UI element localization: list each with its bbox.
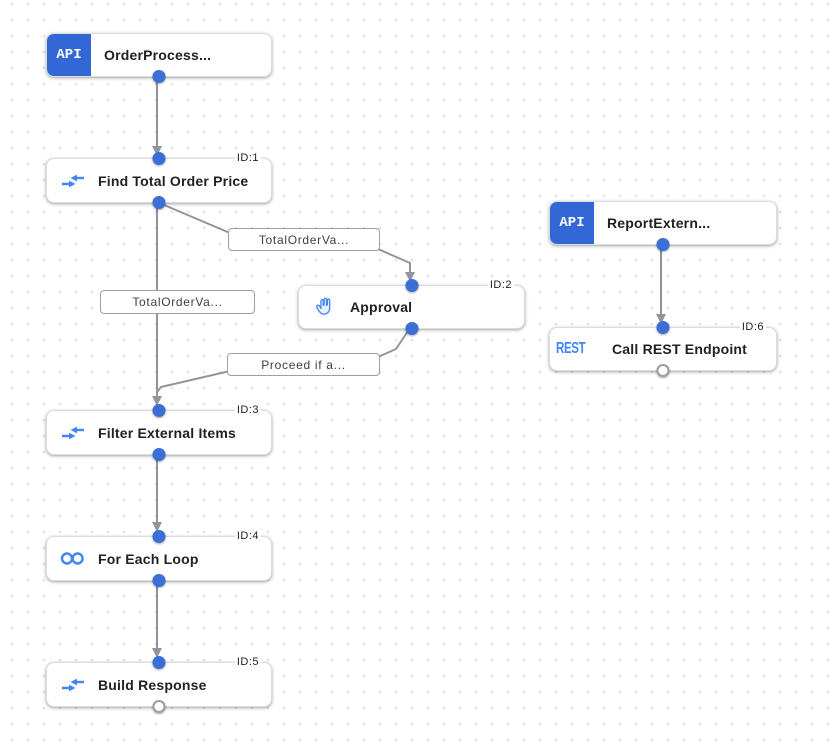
rest-icon: REST <box>556 340 586 357</box>
node-title: For Each Loop <box>98 550 199 567</box>
output-port[interactable] <box>152 448 166 461</box>
node-title: Build Response <box>98 676 207 693</box>
task-id-badge: ID:1 <box>234 151 261 165</box>
node-title: Find Total Order Price <box>98 172 249 189</box>
input-port[interactable] <box>152 152 166 165</box>
node-title: Approval <box>350 299 413 315</box>
node-title: Call REST Endpoint <box>612 341 748 357</box>
task-id-badge: ID:3 <box>234 403 261 417</box>
task-node-build-response[interactable]: ID:5 Build Response <box>46 655 272 713</box>
data-mapping-icon <box>59 173 86 189</box>
output-port[interactable] <box>656 238 670 251</box>
data-mapping-icon <box>59 677 86 693</box>
input-port[interactable] <box>152 656 166 669</box>
node-title: ReportExtern... <box>607 215 711 231</box>
loop-icon <box>59 550 86 567</box>
arrowhead <box>152 146 162 156</box>
arrowhead <box>152 522 162 532</box>
hand-icon <box>311 296 338 318</box>
task-node-find-total-order-price[interactable]: ID:1 Find Total Order Price <box>46 151 272 209</box>
input-port[interactable] <box>152 530 166 543</box>
task-id-badge: ID:6 <box>739 320 766 334</box>
output-port[interactable] <box>152 70 166 83</box>
trigger-node-order-process[interactable]: API OrderProcess... <box>46 33 272 83</box>
edge-label-total-order-right[interactable]: TotalOrderVa... <box>228 228 380 251</box>
arrowhead <box>152 396 162 406</box>
add-connection-port[interactable] <box>656 364 670 377</box>
task-node-filter-external-items[interactable]: ID:3 Filter External Items <box>46 403 272 461</box>
add-connection-port[interactable] <box>152 700 166 713</box>
edge-label-total-order-left[interactable]: TotalOrderVa... <box>100 290 255 314</box>
input-port[interactable] <box>152 404 166 417</box>
task-id-badge: ID:2 <box>487 278 514 292</box>
arrowhead <box>656 314 666 324</box>
arrowhead <box>405 272 415 282</box>
arrowhead <box>152 648 162 658</box>
task-id-badge: ID:4 <box>234 529 261 543</box>
task-node-for-each-loop[interactable]: ID:4 For Each Loop <box>46 529 272 587</box>
api-trigger-icon: API <box>47 34 91 76</box>
input-port[interactable] <box>405 279 418 292</box>
task-node-call-rest-endpoint[interactable]: ID:6 REST Call REST Endpoint <box>549 320 777 377</box>
api-trigger-icon: API <box>550 202 594 244</box>
input-port[interactable] <box>656 321 670 334</box>
edge-label-proceed-if[interactable]: Proceed if a... <box>227 353 380 376</box>
output-port[interactable] <box>152 574 166 587</box>
trigger-node-report-extern[interactable]: API ReportExtern... <box>549 201 777 251</box>
output-port[interactable] <box>152 196 166 209</box>
output-port[interactable] <box>405 322 418 335</box>
node-title: Filter External Items <box>98 424 237 441</box>
data-mapping-icon <box>59 425 86 441</box>
task-node-approval[interactable]: ID:2 Approval <box>298 278 525 335</box>
node-title: OrderProcess... <box>104 47 212 63</box>
task-id-badge: ID:5 <box>234 655 261 669</box>
